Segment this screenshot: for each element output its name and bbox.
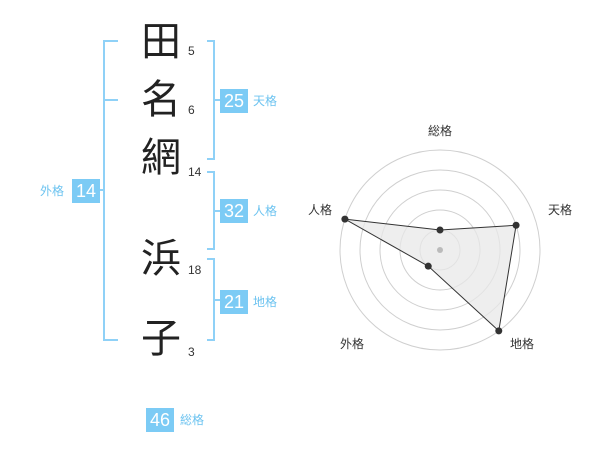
radar-point-3 (495, 327, 503, 335)
tenkaku-label: 天格 (253, 94, 278, 108)
radar-axis-label-tenkaku: 天格 (548, 203, 573, 217)
stroke-count-1: 5 (188, 44, 195, 58)
chikaku-label: 地格 (253, 295, 278, 309)
gaikaku-value-badge: 14 (72, 179, 100, 203)
bracket-gaikaku (103, 40, 118, 341)
soukaku-label: 総格 (180, 413, 205, 427)
jinkaku-value-badge: 32 (220, 199, 248, 223)
tenkaku-value-badge: 25 (220, 89, 248, 113)
radar-point-4 (424, 262, 432, 270)
stroke-count-3: 14 (188, 165, 202, 179)
gaikaku-label: 外格 (40, 184, 65, 198)
radar-point-2 (512, 221, 520, 229)
soukaku-value-badge: 46 (146, 408, 174, 432)
bracket-tenkaku (207, 40, 215, 160)
radar-data-polygon (344, 218, 517, 332)
bracket-chikaku (207, 258, 215, 341)
stroke-count-4: 18 (188, 263, 202, 277)
stroke-count-2: 6 (188, 103, 195, 117)
radar-axis-label-soukaku: 総格 (428, 124, 453, 138)
kanji-char-4: 浜 (141, 236, 181, 282)
radar-grid-ring-5 (339, 149, 541, 351)
radar-grid-ring-4 (359, 169, 521, 331)
kanji-char-5: 子 (141, 316, 181, 362)
radar-axis-label-chikaku: 地格 (510, 337, 535, 351)
bracket-jinkaku (207, 171, 215, 250)
kanji-char-3: 網 (141, 135, 181, 181)
radar-axis-label-gaikaku: 外格 (340, 337, 365, 351)
radar-point-5 (341, 215, 349, 223)
radar-center-dot (437, 247, 443, 253)
radar-point-1 (436, 226, 444, 234)
kanji-char-1: 田 (141, 19, 181, 65)
jinkaku-label: 人格 (253, 204, 278, 218)
chikaku-value-badge: 21 (220, 290, 248, 314)
kanji-char-2: 名 (141, 77, 181, 123)
radar-axis-label-jinkaku: 人格 (308, 203, 333, 217)
stroke-count-5: 3 (188, 345, 195, 359)
